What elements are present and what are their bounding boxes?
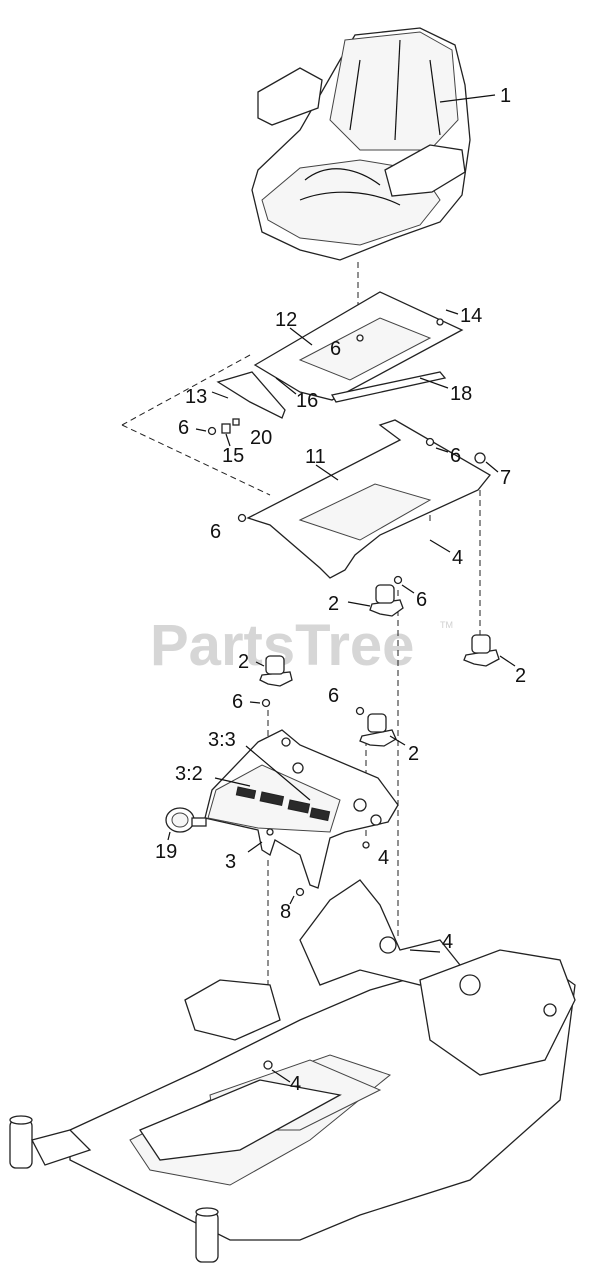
label-latch-plate: 13 (185, 386, 207, 408)
label-pan-3: 3 (225, 851, 236, 873)
label-bolt-8: 8 (280, 901, 291, 923)
label-decal-32: 3:2 (175, 763, 203, 785)
label-isolator-d: 2 (408, 743, 419, 765)
seat-rail: 12 14 6 18 16 (253, 291, 482, 412)
seat-pan: 3:3 3:2 3 4 (175, 729, 399, 889)
label-rail-nut: 6 (330, 338, 341, 360)
label-nut-d: 6 (416, 589, 427, 611)
seat: 1 (251, 27, 511, 261)
latch-plate: 13 6 20 15 (178, 371, 286, 467)
label-rod: 18 (450, 383, 472, 405)
label-base-plate: 11 (305, 446, 326, 468)
label-nut-c: 6 (210, 521, 221, 543)
label-seat-rail: 12 (275, 309, 297, 331)
label-bolt-4b: 4 (378, 847, 389, 869)
label-isolator-a: 2 (328, 593, 339, 615)
label-nut-a: 6 (178, 417, 189, 439)
bolt-8: 8 (280, 887, 305, 923)
label-knob-19: 19 (155, 841, 177, 863)
nut-e: 6 (232, 691, 271, 713)
label-nut-f: 6 (328, 685, 339, 707)
watermark-trademark: TM (440, 620, 453, 630)
label-pin-20: 20 (250, 427, 272, 449)
label-bolt-4c: 4 (442, 931, 453, 953)
label-rail-bolt: 14 (460, 305, 482, 327)
base-plate: 11 6 6 7 4 (210, 419, 511, 579)
label-nut-e: 6 (232, 691, 243, 713)
isolator-b: 2 (463, 634, 526, 687)
isolator-c: 2 (238, 651, 293, 687)
label-spring-15: 15 (222, 445, 244, 467)
chassis-frame: 4 4 (9, 879, 576, 1263)
isolator-d: 2 6 (328, 685, 419, 765)
label-bolt-4a: 4 (452, 547, 463, 569)
knob: 19 (155, 807, 207, 863)
label-isolator-c: 2 (238, 651, 249, 673)
label-washer-7: 7 (500, 467, 511, 489)
label-latch-spring-pin: 16 (296, 390, 318, 412)
isolator-a: 2 6 (328, 575, 427, 617)
label-isolator-b: 2 (515, 665, 526, 687)
label-decal-33: 3:3 (208, 729, 236, 751)
label-bolt-4d: 4 (290, 1073, 301, 1095)
label-nut-b: 6 (450, 445, 461, 467)
label-seat: 1 (500, 85, 511, 107)
